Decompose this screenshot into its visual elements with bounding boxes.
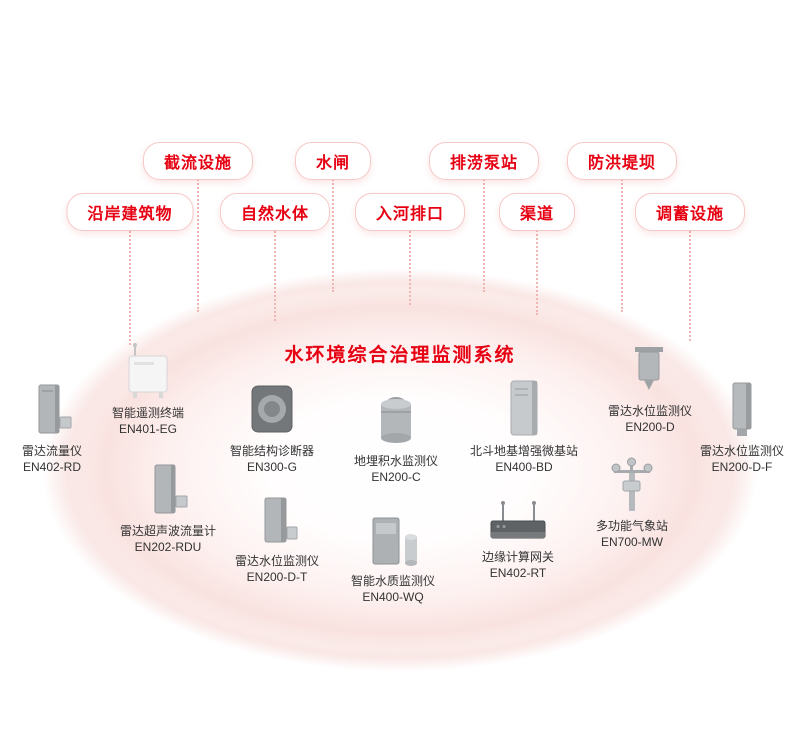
device-en300-g: 智能结构诊断器 EN300-G: [197, 380, 347, 475]
edge-gateway-icon: [490, 501, 546, 539]
facility-pill-pumpstation: 排涝泵站: [428, 142, 540, 180]
facility-pill-waterbody: 自然水体: [219, 193, 331, 231]
device-model: EN200-C: [371, 470, 421, 484]
connector-line: [197, 172, 199, 312]
diagram-title: 水环境综合治理监测系统: [284, 345, 516, 366]
device-en400-wq: 智能水质监测仪 EN400-WQ: [318, 512, 468, 605]
device-name: 雷达超声波流量计: [119, 524, 216, 538]
device-name: 边缘计算网关: [481, 550, 554, 564]
radar-level-sensor-icon: [635, 347, 663, 390]
facility-pill-storage: 调蓄设施: [634, 193, 746, 231]
buried-water-sensor-icon: [381, 397, 411, 443]
device-name: 多功能气象站: [595, 519, 668, 533]
facility-pill-channel: 渠道: [498, 193, 576, 231]
device-en400-bd: 北斗地基增强微基站 EN400-BD: [449, 378, 599, 475]
device-model: EN400-BD: [495, 460, 553, 474]
device-en200-d-f: 雷达水位监测仪 EN200-D-F: [667, 380, 800, 475]
device-en700-mw: 多功能气象站 EN700-MW: [557, 455, 707, 550]
telemetry-terminal-icon: [128, 343, 168, 398]
connector-line: [409, 223, 411, 305]
device-model: EN700-MW: [600, 535, 663, 549]
device-model: EN402-RD: [22, 460, 82, 474]
beidou-station-icon: [510, 380, 538, 436]
connector-line: [332, 172, 334, 292]
device-model: EN200-D-T: [246, 570, 308, 584]
connector-line: [689, 223, 691, 341]
connector-line: [274, 223, 276, 321]
device-name: 智能结构诊断器: [229, 444, 314, 458]
device-name: 雷达水位监测仪: [607, 404, 692, 418]
device-name: 智能水质监测仪: [350, 574, 435, 588]
facility-pill-intercept: 截流设施: [142, 142, 254, 180]
water-quality-sensor-icon: [372, 517, 417, 566]
device-name: 雷达水位监测仪: [699, 444, 784, 458]
radar-level-sensor-f-icon: [732, 382, 752, 436]
device-name: 地埋积水监测仪: [353, 454, 438, 468]
connector-line: [129, 223, 131, 345]
device-model: EN402-RT: [489, 566, 547, 580]
connector-line: [536, 223, 538, 315]
device-name: 雷达流量仪: [21, 444, 82, 458]
device-model: EN300-G: [246, 460, 298, 474]
device-en200-c: 地埋积水监测仪 EN200-C: [321, 392, 471, 485]
radar-flowmeter-icon: [38, 384, 72, 434]
weather-station-icon: [611, 457, 653, 511]
facility-pill-sluice: 水闸: [294, 142, 372, 180]
radar-level-sensor-t-icon: [264, 497, 298, 543]
facility-pill-embankment: 防洪堤坝: [566, 142, 678, 180]
facility-pill-outfall: 入河排口: [354, 193, 466, 231]
device-en401-eg: 智能遥测终端 EN401-EG: [73, 342, 223, 437]
device-model: EN401-EG: [118, 422, 178, 436]
facility-pill-buildings: 沿岸建筑物: [66, 193, 194, 231]
device-name: 智能遥测终端: [111, 406, 184, 420]
device-model: EN400-WQ: [362, 590, 424, 604]
device-en200-d-t: 雷达水位监测仪 EN200-D-T: [202, 494, 352, 585]
radar-ultrasonic-flowmeter-icon: [154, 464, 188, 514]
device-model: EN200-D: [625, 420, 675, 434]
connector-line: [621, 172, 623, 312]
connector-line: [483, 172, 485, 292]
device-name: 北斗地基增强微基站: [469, 444, 578, 458]
device-en202-rdu: 雷达超声波流量计 EN202-RDU: [93, 462, 243, 555]
device-model: EN202-RDU: [134, 540, 202, 554]
device-en200-d: 雷达水位监测仪 EN200-D: [575, 342, 725, 435]
device-name: 雷达水位监测仪: [234, 554, 319, 568]
device-model: EN200-D-F: [711, 460, 773, 474]
device-en402-rt: 边缘计算网关 EN402-RT: [443, 498, 593, 581]
structure-diagnostic-icon: [251, 385, 293, 433]
device-en402-rd: 雷达流量仪 EN402-RD: [0, 382, 127, 475]
